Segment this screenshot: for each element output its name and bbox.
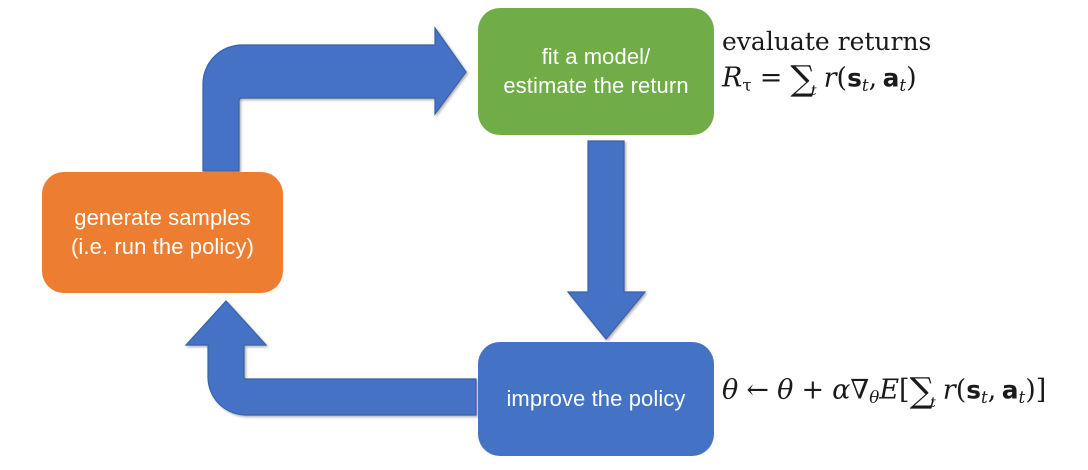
math-state-subscript-pg: t (981, 387, 988, 408)
math-theta-rhs: θ (777, 374, 794, 406)
process-box-fit-model[interactable]: fit a model/ estimate the return (478, 8, 714, 135)
process-box-generate-samples[interactable]: generate samples (i.e. run the policy) (42, 172, 283, 293)
math-assign-arrow: ← (746, 374, 769, 406)
math-reward-function: r (823, 62, 837, 94)
process-box-generate-samples-label: generate samples (i.e. run the policy) (70, 205, 255, 259)
math-action-subscript-pg: t (1018, 387, 1026, 408)
math-state-symbol: s (847, 63, 862, 93)
arrow-samples-to-fit (202, 26, 467, 172)
arrow-improve-to-samples-body (184, 300, 477, 416)
math-sum-symbol-pg: ∑ (909, 371, 935, 411)
math-action-symbol-pg: a (1001, 375, 1019, 405)
annotation-evaluate-returns: evaluate returns (722, 27, 932, 56)
arrow-fit-to-improve (566, 140, 647, 340)
math-nabla-symbol: ∇ (850, 374, 870, 406)
process-box-improve-policy-label: improve the policy (506, 385, 686, 411)
math-sum-index-pg: t (930, 395, 936, 412)
math-plus-operator: + (801, 374, 825, 406)
math-state-symbol-pg: s (966, 375, 982, 405)
math-state-subscript: t (861, 75, 869, 96)
math-relation-equals: = (759, 62, 783, 94)
math-alpha-symbol: α (832, 374, 851, 406)
process-box-improve-policy[interactable]: improve the policy (478, 342, 714, 456)
math-reward-function-pg: r (942, 374, 956, 406)
math-sum-symbol: ∑ (790, 59, 816, 99)
math-action-symbol: a (882, 63, 900, 93)
math-nabla-subscript-theta: θ (869, 387, 880, 408)
process-box-fit-model-label: fit a model/ estimate the return (503, 44, 689, 98)
math-expectation-symbol: E (879, 374, 900, 406)
math-theta-lhs: θ (722, 374, 739, 406)
math-symbol-R: R (722, 62, 743, 94)
math-action-subscript: t (899, 75, 907, 96)
math-sum-index: t (810, 83, 817, 100)
math-subscript-tau: τ (742, 75, 752, 96)
